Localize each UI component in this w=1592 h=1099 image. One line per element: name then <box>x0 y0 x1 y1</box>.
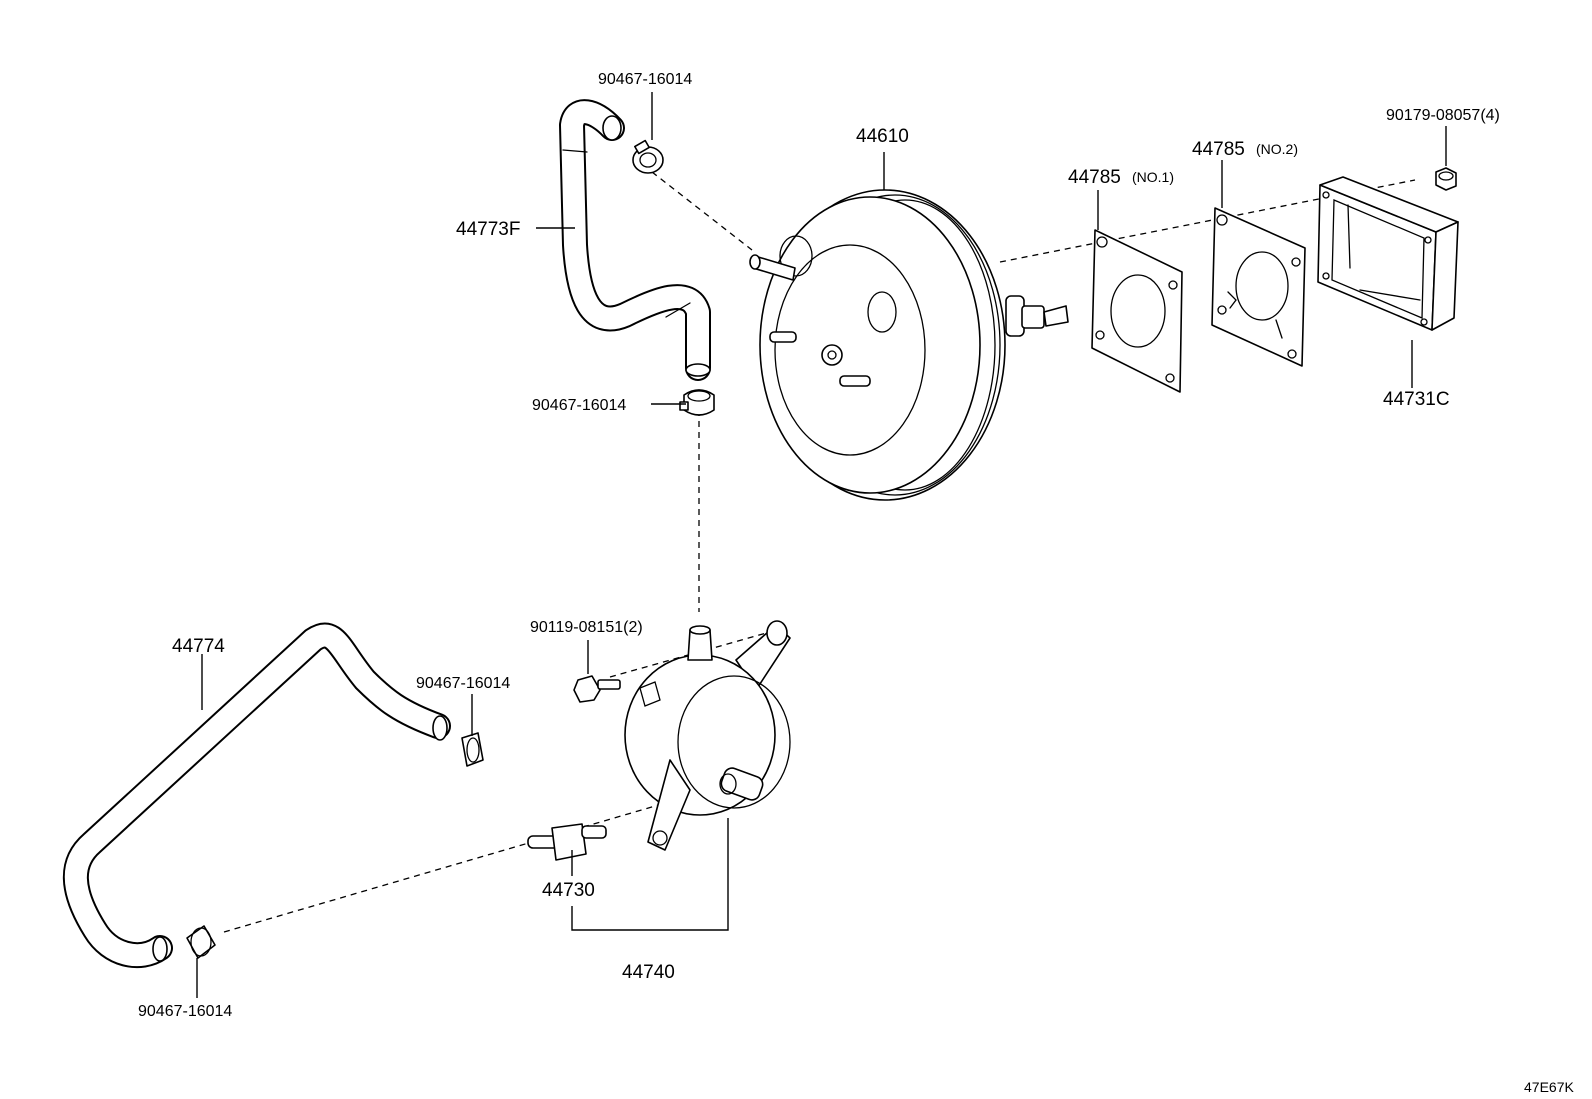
gasket-no2 <box>1211 207 1306 367</box>
label-check-valve: 44730 <box>542 880 595 901</box>
brake-booster <box>749 189 1069 501</box>
label-clip-bottom: 90467-16014 <box>138 1003 232 1020</box>
label-gasket-no2: 44785 <box>1192 139 1245 160</box>
hose-clip-lower-right <box>461 732 484 767</box>
label-gasket-no1: 44785 <box>1068 167 1121 188</box>
hose-clip-middle <box>679 389 715 416</box>
label-clip-mid: 90467-16014 <box>532 397 626 414</box>
label-bolt: 90119-08151(2) <box>530 619 643 636</box>
label-hose-lower: 44774 <box>172 636 225 657</box>
label-nut: 90179-08057(4) <box>1386 107 1500 124</box>
lower-vacuum-hose <box>62 622 451 969</box>
leader-lines <box>196 92 1447 998</box>
label-hose-upper: 44773F <box>456 219 520 240</box>
hose-clip-bottom <box>186 925 216 959</box>
hose-clip-top <box>632 139 664 174</box>
nut <box>1435 167 1457 191</box>
flange-bolt <box>573 675 621 703</box>
label-gasket-no1-note: (NO.1) <box>1132 169 1174 185</box>
vacuum-tank <box>624 620 791 851</box>
label-clip-lower-right: 90467-16014 <box>416 675 510 692</box>
check-valve <box>527 823 607 861</box>
part-number-labels: 44610 44785 (NO.1) 44785 (NO.2) 90179-08… <box>138 71 1574 1095</box>
diagram-code: 47E67K <box>1524 1079 1574 1095</box>
label-spacer-box: 44731C <box>1383 389 1450 410</box>
label-gasket-no2-note: (NO.2) <box>1256 141 1298 157</box>
upper-vacuum-hose <box>559 99 711 381</box>
label-brake-booster: 44610 <box>856 126 909 147</box>
booster-spacer <box>1317 176 1459 331</box>
label-clip-top: 90467-16014 <box>598 71 692 88</box>
label-vacuum-tank-assy: 44740 <box>622 962 675 983</box>
gasket-no1 <box>1091 229 1183 393</box>
